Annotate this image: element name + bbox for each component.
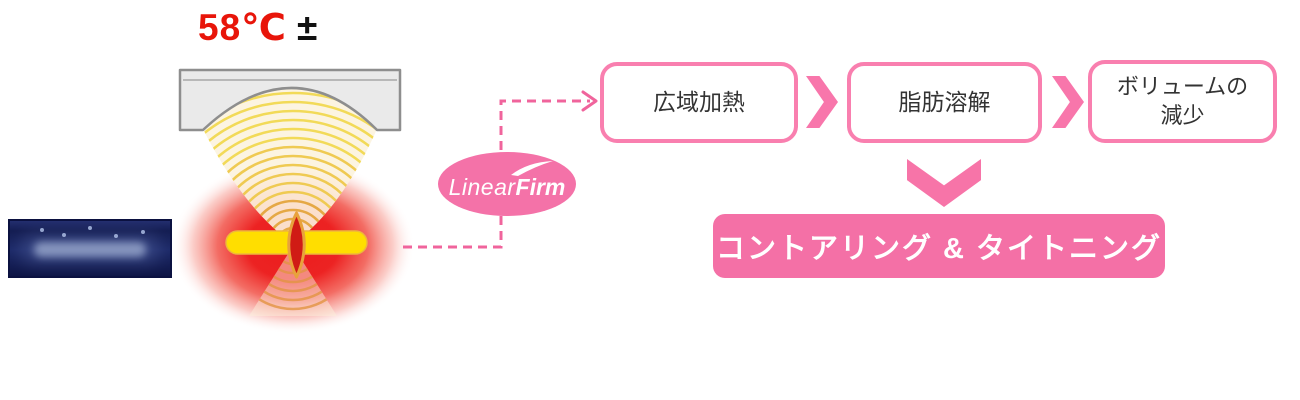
temperature-label: 58℃±	[198, 6, 318, 49]
flow-step-volume-reduction: ボリュームの 減少	[1088, 60, 1277, 143]
temperature-value: 58℃	[198, 7, 287, 48]
scan-speckle	[141, 230, 145, 234]
logo-text-firm: Firm	[515, 173, 566, 200]
logo-text-linear: Linear	[448, 173, 516, 200]
focal-lens	[287, 211, 306, 279]
wave-cone-upper	[203, 87, 377, 244]
scan-speckle	[62, 233, 66, 237]
scan-speckle	[88, 226, 92, 230]
linearfirm-logo: LinearFirm	[438, 152, 576, 216]
scan-speckle	[40, 228, 44, 232]
logo-swoosh-icon	[511, 161, 553, 176]
scan-echo-streak	[34, 242, 146, 257]
transducer-icon	[178, 68, 402, 132]
result-banner: コントアリング & タイトニング	[713, 214, 1165, 278]
logo-text: LinearFirm	[449, 168, 566, 201]
flow-step-wide-area-heating: 広域加熱	[600, 62, 798, 143]
scan-speckle	[114, 234, 118, 238]
temperature-tolerance: ±	[296, 7, 319, 48]
connector-arrowhead-icon	[581, 90, 598, 112]
ultrasound-scan-image	[8, 219, 172, 278]
flow-step-fat-dissolution: 脂肪溶解	[847, 62, 1042, 143]
